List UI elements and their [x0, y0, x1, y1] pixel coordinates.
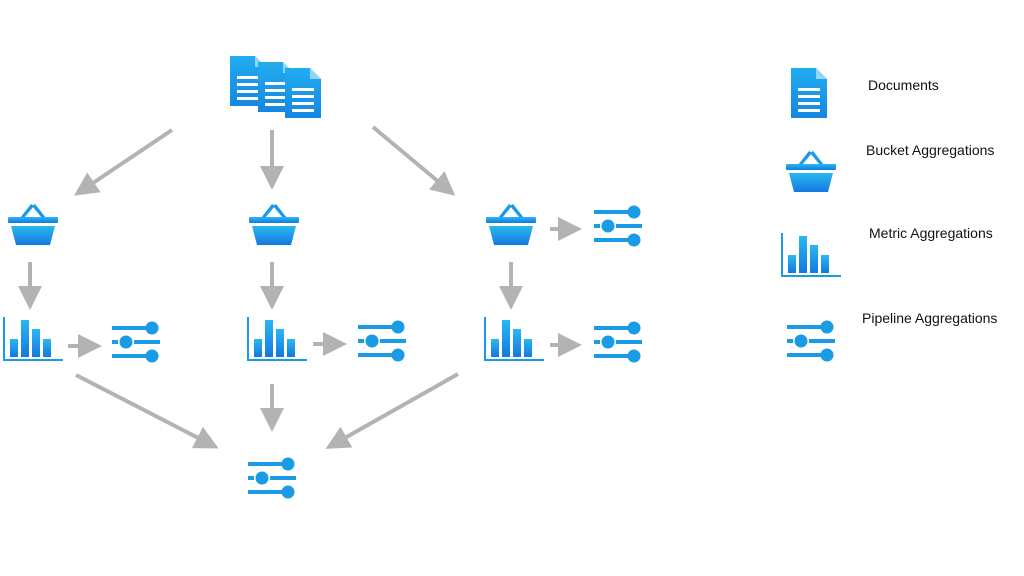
basket-icon: [8, 204, 58, 245]
legend-label-documents: Documents: [868, 77, 939, 93]
bar-chart-icon: [3, 317, 63, 361]
legend-label-pipeline-aggregations: Pipeline Aggregations: [862, 310, 998, 326]
arrow-docs-to-bucket-left: [74, 128, 174, 196]
legend-label-bucket-aggregations: Bucket Aggregations: [866, 142, 995, 158]
arrow-metric-left-to-final: [75, 373, 219, 449]
sliders-icon: [594, 205, 642, 247]
sliders-icon: [248, 457, 296, 499]
sliders-icon: [787, 320, 835, 362]
arrow-docs-to-bucket-right: [371, 125, 456, 196]
document-icon: [791, 68, 827, 118]
bar-chart-icon: [484, 317, 544, 361]
sliders-icon: [594, 321, 642, 363]
sliders-icon: [112, 321, 160, 363]
legend-icons: [781, 68, 841, 362]
arrow-metric-right-to-final: [325, 372, 459, 449]
basket-icon: [486, 204, 536, 245]
bar-chart-icon: [781, 233, 841, 277]
arrows: [18, 125, 582, 449]
sliders-icon: [358, 320, 406, 362]
bar-chart-icon: [247, 317, 307, 361]
basket-icon: [249, 204, 299, 245]
documents-node: [230, 56, 321, 118]
basket-icon: [786, 151, 836, 192]
document-icon: [285, 68, 321, 118]
legend-label-metric-aggregations: Metric Aggregations: [869, 225, 993, 241]
